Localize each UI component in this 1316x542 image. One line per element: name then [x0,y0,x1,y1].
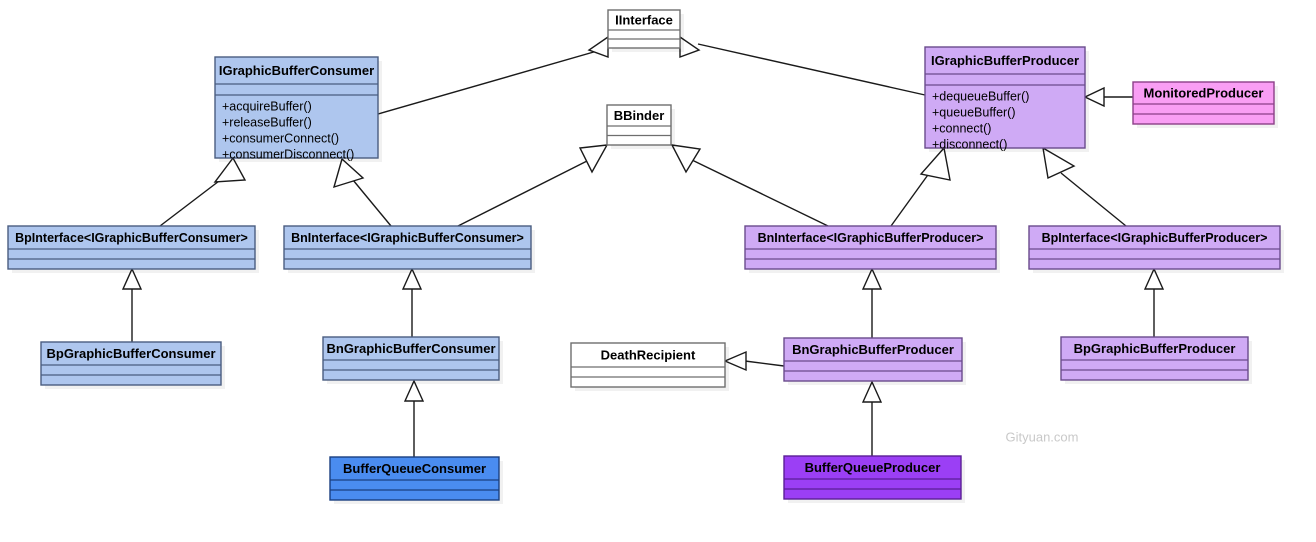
class-box-body [606,104,672,146]
class-method-label: +disconnect() [932,137,1007,151]
class-box-bpinterface_producer[interactable]: BpInterface<IGraphicBufferProducer> [1028,225,1284,273]
rel-monitored-producer [1083,86,1133,108]
class-box-bngraphicbufferproducer[interactable]: BnGraphicBufferProducer [783,337,966,385]
class-box-bpgraphicbufferproducer[interactable]: BpGraphicBufferProducer [1060,336,1252,384]
rel-bnip-producer [890,146,951,227]
class-name-label: IGraphicBufferConsumer [219,63,374,78]
class-name-label: BnInterface<IGraphicBufferProducer> [758,231,984,245]
class-box-body [783,337,963,382]
class-box-bninterface_consumer[interactable]: BnInterface<IGraphicBufferConsumer> [283,225,535,273]
class-box-body [1028,225,1281,270]
class-box-bbinder[interactable]: BBinder [606,104,675,149]
class-box-iinterface[interactable]: IInterface [607,9,684,52]
class-method-label: +queueBuffer() [932,105,1016,119]
class-box-bufferqueueconsumer[interactable]: BufferQueueConsumer [329,456,503,504]
class-method-label: +dequeueBuffer() [932,89,1029,103]
class-method-label: +connect() [932,121,991,135]
rel-bngbp-bnip [861,267,883,338]
class-name-label: MonitoredProducer [1144,85,1264,100]
class-box-bninterface_producer[interactable]: BnInterface<IGraphicBufferProducer> [744,225,1000,273]
class-name-label: BpInterface<IGraphicBufferProducer> [1042,231,1268,245]
class-name-label: BufferQueueProducer [805,460,941,475]
class-box-body [924,46,1086,149]
class-box-monitoredproducer[interactable]: MonitoredProducer [1132,81,1278,128]
class-name-label: DeathRecipient [601,347,696,362]
class-box-bpgraphicbufferconsumer[interactable]: BpGraphicBufferConsumer [40,341,225,389]
rel-bqc-bngbc [403,379,425,457]
relationship-edges [121,35,1165,457]
rel-bpic-consumer [159,156,247,227]
class-box-body [570,342,726,388]
class-box-body [40,341,222,386]
class-box-body [7,225,256,270]
watermark-label: Gityuan.com [1006,429,1079,444]
class-box-body [1060,336,1249,381]
rel-bnic-bbinder [457,144,609,227]
class-name-label: BnGraphicBufferConsumer [326,341,495,356]
class-name-label: BnGraphicBufferProducer [792,342,954,357]
class-method-label: +acquireBuffer() [222,99,312,113]
class-box-bngraphicbufferconsumer[interactable]: BnGraphicBufferConsumer [322,336,503,384]
rel-bpgbp-bpip [1143,267,1165,337]
class-method-label: +consumerConnect() [222,131,339,145]
rel-bpgbc-bpic [121,267,143,342]
rel-consumer-iinterface [377,35,619,115]
rel-bpip-producer [1042,146,1127,227]
class-box-body [744,225,997,270]
class-name-label: BBinder [614,108,665,123]
class-box-body [607,9,681,49]
class-name-label: BpInterface<IGraphicBufferConsumer> [15,231,248,245]
class-box-igraphicbufferproducer[interactable]: IGraphicBufferProducer +dequeueBuffer() +q… [924,46,1089,152]
class-method-label: +consumerDisconnect() [222,147,354,161]
rel-bngbc-bnic [401,267,423,337]
rel-bqp-bngbp [861,380,883,456]
class-name-label: BnInterface<IGraphicBufferConsumer> [291,231,524,245]
class-name-label: BufferQueueConsumer [343,461,486,476]
rel-bnip-bbinder [670,144,829,227]
class-box-body [1132,81,1275,125]
class-box-deathrecipient[interactable]: DeathRecipient [570,342,729,391]
class-name-label: IGraphicBufferProducer [931,53,1079,68]
class-box-igraphicbufferconsumer[interactable]: IGraphicBufferConsumer +acquireBuffer() +r… [214,56,382,162]
class-box-bpinterface_consumer[interactable]: BpInterface<IGraphicBufferConsumer> [7,225,259,273]
rel-producer-iinterface [679,35,926,96]
class-name-label: BpGraphicBufferProducer [1074,341,1236,356]
class-name-label: IInterface [615,12,673,27]
class-box-body [783,455,962,500]
class-method-label: +releaseBuffer() [222,115,312,129]
class-box-body [329,456,500,501]
rel-bngbp-death [723,350,785,372]
rel-bnic-consumer [332,157,392,227]
class-box-body [283,225,532,270]
class-box-body [214,56,379,159]
class-name-label: BpGraphicBufferConsumer [46,346,215,361]
class-box-bufferqueueproducer[interactable]: BufferQueueProducer [783,455,965,503]
class-box-body [322,336,500,381]
